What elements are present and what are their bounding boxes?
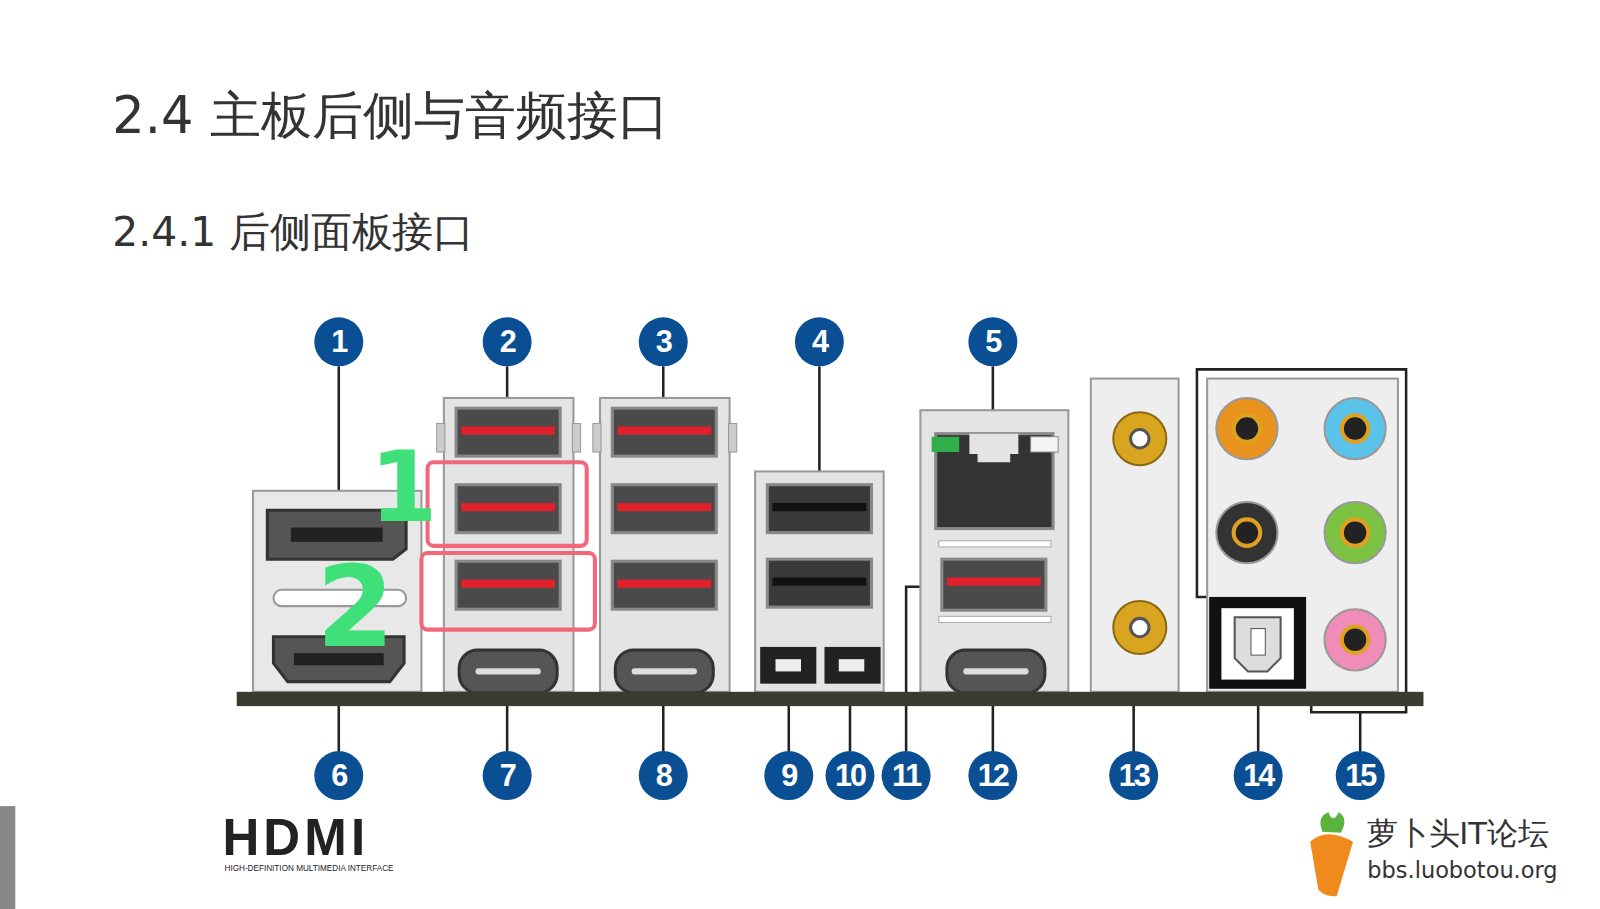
callout-number: 2 bbox=[483, 317, 532, 366]
callout-number: 3 bbox=[639, 317, 688, 366]
callout-number: 6 bbox=[314, 751, 363, 800]
callout-number: 9 bbox=[764, 751, 813, 800]
handwritten-mark: 2 bbox=[316, 551, 394, 663]
callout-number: 8 bbox=[639, 751, 688, 800]
callout-number: 5 bbox=[968, 317, 1017, 366]
callout-number: 12 bbox=[968, 751, 1017, 800]
handwritten-mark: 1 bbox=[369, 439, 437, 537]
logo-text: HDMI bbox=[222, 812, 369, 863]
watermark: 萝卜头IT论坛 bbox=[1367, 818, 1548, 849]
section-heading: 2.4.1 后侧面板接口 bbox=[112, 211, 474, 252]
callout-number: 1 bbox=[314, 317, 363, 366]
callout-number: 11 bbox=[882, 751, 931, 800]
callout-number: 13 bbox=[1109, 751, 1158, 800]
callout-number: 4 bbox=[795, 317, 844, 366]
logo-subtext: HIGH-DEFINITION MULTIMEDIA INTERFACE bbox=[224, 865, 393, 873]
callout-number: 15 bbox=[1336, 751, 1385, 800]
page-title: 2.4 主板后侧与音频接口 bbox=[112, 90, 669, 141]
callout-number: 10 bbox=[826, 751, 875, 800]
callout-number: 7 bbox=[483, 751, 532, 800]
watermark-url: bbs.luobotou.org bbox=[1367, 859, 1557, 881]
callout-number: 14 bbox=[1234, 751, 1283, 800]
